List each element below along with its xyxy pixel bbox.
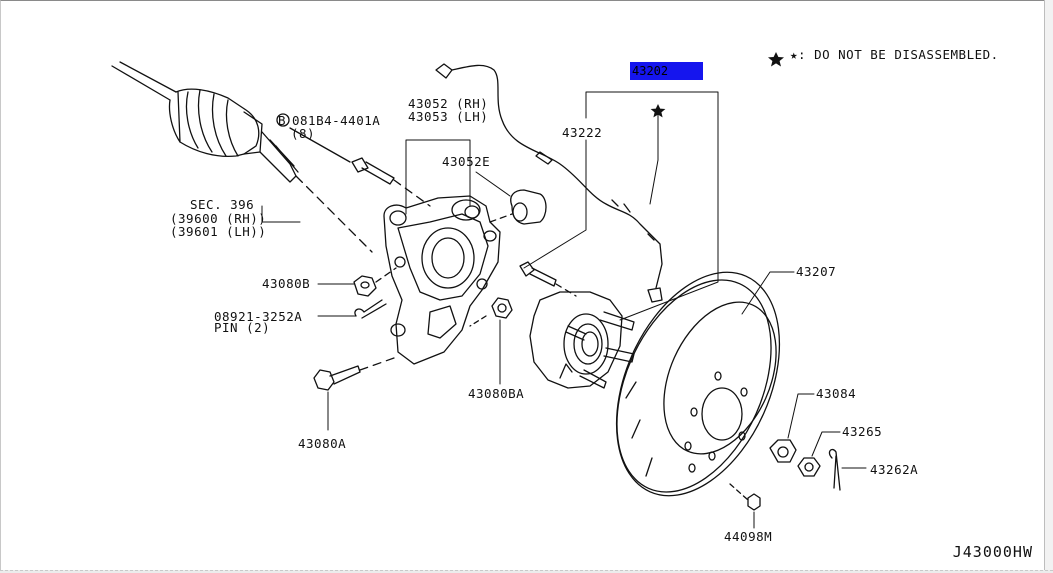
star-marks — [650, 52, 784, 118]
bottom-edge — [0, 570, 1053, 573]
sensor-wire-drawing — [435, 63, 663, 303]
cap-drawing — [797, 457, 821, 477]
bushing-drawing — [489, 189, 547, 225]
knuckle-drawing — [383, 195, 501, 365]
disassemble-note: ★: DO NOT BE DISASSEMBLED. — [790, 47, 999, 62]
nut-84-drawing — [769, 439, 797, 463]
diagram-code: J43000HW — [952, 543, 1033, 561]
cotter-pin-drawing — [354, 299, 387, 319]
circled-b-letter: B — [278, 113, 287, 128]
sensor-bolt-drawing — [519, 261, 577, 297]
label-sec396-rh: (39600 (RH)) — [170, 211, 267, 226]
vertical-scrollbar[interactable] — [1044, 0, 1053, 573]
label-bushing[interactable]: 43052E — [442, 154, 491, 169]
label-pin-part[interactable]: 08921-3252A — [214, 309, 303, 324]
label-pin-qty: PIN (2) — [214, 320, 271, 335]
highlighted-part-label[interactable]: 43202 — [630, 62, 703, 80]
label-sec396-lh: (39601 (LH)) — [170, 224, 267, 239]
label-sensor[interactable]: 43222 — [562, 125, 603, 140]
label-knuckle-rh[interactable]: 43052 (RH) — [408, 96, 489, 111]
screw-drawing — [729, 483, 761, 511]
circled-b-symbol — [276, 113, 290, 127]
leader-lines — [261, 91, 867, 529]
nut-ba-drawing — [469, 297, 513, 327]
bolt-a-drawing — [313, 357, 395, 391]
label-nut-ba[interactable]: 43080BA — [468, 386, 525, 401]
cotter-drawing — [828, 448, 841, 491]
drive-shaft-drawing — [111, 61, 373, 253]
label-nut-84[interactable]: 43084 — [816, 386, 857, 401]
label-nut-b[interactable]: 43080B — [262, 276, 311, 291]
label-knuckle-lh[interactable]: 43053 (LH) — [408, 109, 489, 124]
label-bolt-b[interactable]: 081B4-4401A — [292, 113, 381, 128]
label-rotor[interactable]: 43207 — [796, 264, 837, 279]
bolt-b-drawing — [289, 127, 431, 207]
label-cotter[interactable]: 43262A — [870, 462, 919, 477]
label-bolt-b-qty: (8) — [291, 126, 316, 141]
label-cap[interactable]: 43265 — [842, 424, 883, 439]
label-sec396[interactable]: SEC. 396 — [190, 197, 255, 212]
nut-b-drawing — [353, 267, 397, 297]
label-bolt-a[interactable]: 43080A — [298, 436, 347, 451]
hub-bearing-drawing — [529, 291, 635, 389]
label-screw[interactable]: 44098M — [724, 529, 773, 544]
brake-rotor-drawing — [615, 271, 781, 497]
